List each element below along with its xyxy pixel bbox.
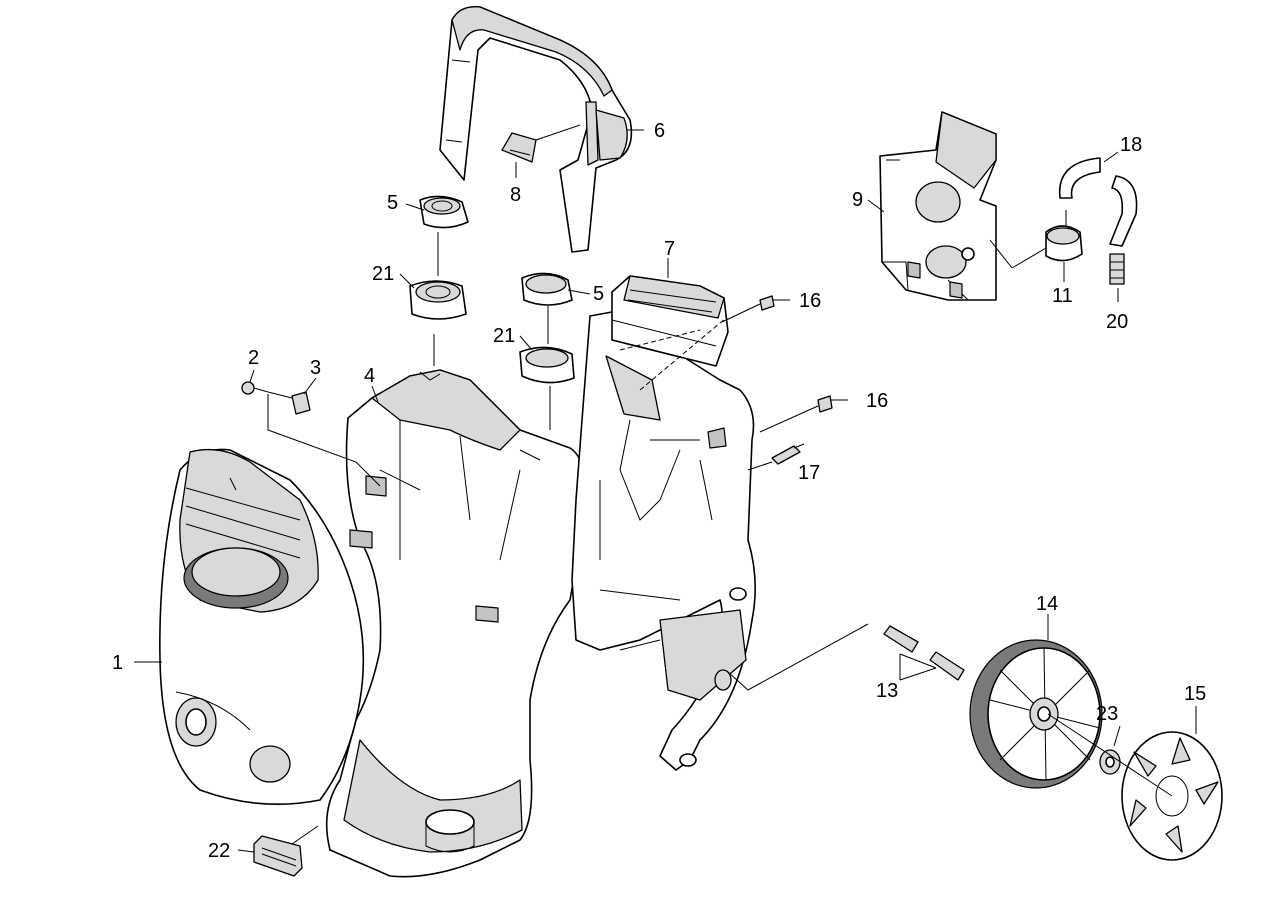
callout-7: 7 [664,238,675,260]
clip-part-8 [501,124,581,178]
screw-part-17 [747,443,805,471]
callout-1: 1 [112,652,123,674]
grommet-part-5-left [419,195,469,229]
callout-23: 23 [1096,703,1118,725]
callout-21-left: 21 [372,263,394,285]
callout-21-right: 21 [493,325,515,347]
wheel-part-14 [969,614,1103,789]
callout-9: 9 [852,189,863,211]
callout-8: 8 [510,184,521,206]
callout-16-lower: 16 [866,390,888,412]
callout-6: 6 [654,120,665,142]
axle-sleeves-part-13 [727,623,965,691]
screw-part-16-lower [759,395,848,433]
callout-5-left: 5 [387,192,398,214]
callout-labels: 1 2 3 4 5 5 6 7 8 9 11 13 14 15 16 16 17… [112,120,1206,862]
grommet-part-5-right [521,272,573,306]
connector-part-11 [1045,210,1083,282]
front-cover-part-1 [159,448,365,806]
washer-part-23 [1099,725,1121,775]
hubcap-part-15 [1121,706,1223,861]
grommet-part-21-right [519,346,575,384]
callout-3: 3 [310,357,321,379]
back-panel-part-9 [879,111,1047,301]
leader-lines [134,129,1119,853]
callout-4: 4 [364,365,375,387]
callout-15: 15 [1184,683,1206,705]
chassis-part-4 [325,369,587,878]
callout-11: 11 [1052,285,1073,307]
callout-22: 22 [208,840,230,862]
screw-part-16-upper [721,295,790,323]
rear-frame-part-7 [571,275,756,771]
callout-20: 20 [1106,311,1128,333]
callout-18: 18 [1120,134,1142,156]
clip-part-3 [291,391,311,415]
callout-14: 14 [1036,593,1058,615]
handle-part-6 [439,5,633,253]
callout-5-right: 5 [593,283,604,305]
grommet-part-21-left [409,280,467,320]
callout-13: 13 [876,680,898,702]
callout-16-upper: 16 [799,290,821,312]
screw-part-2 [241,381,269,395]
valve-part-20 [1109,253,1125,302]
callout-17: 17 [798,462,820,484]
callout-2: 2 [248,347,259,369]
hose-part-18 [1058,157,1138,247]
foot-part-22 [253,825,319,877]
